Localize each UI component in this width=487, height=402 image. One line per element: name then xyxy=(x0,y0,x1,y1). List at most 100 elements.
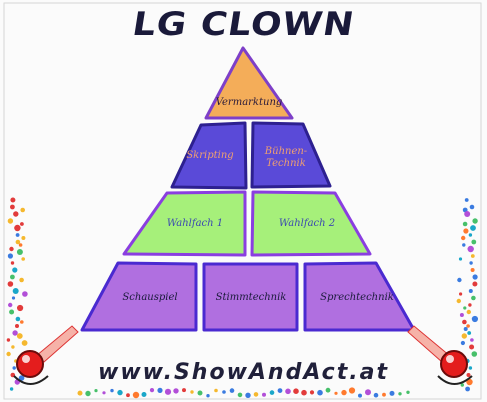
confetti-dot xyxy=(262,392,266,397)
clown-right xyxy=(407,325,473,385)
confetti-dot xyxy=(469,344,475,350)
confetti-dot xyxy=(12,267,18,273)
confetti-dot xyxy=(10,197,16,203)
confetti-dot xyxy=(460,383,464,387)
confetti-dot xyxy=(14,224,21,232)
confetti-dot xyxy=(464,211,471,217)
block-schauspiel xyxy=(80,261,198,332)
confetti-dot xyxy=(463,228,469,234)
confetti-dot xyxy=(110,388,114,393)
confetti-dot xyxy=(465,386,470,392)
confetti-dot xyxy=(12,366,16,370)
confetti-dot xyxy=(22,291,28,297)
confetti-dot xyxy=(94,389,98,393)
confetti-dot xyxy=(325,387,331,393)
confetti-dot xyxy=(389,390,395,396)
confetti-dot xyxy=(285,388,291,395)
confetti-dot xyxy=(269,390,275,395)
confetti-dot xyxy=(456,298,461,304)
label-stimmtechnik: Stimmtechnik xyxy=(215,292,287,303)
confetti-dot xyxy=(457,277,462,283)
confetti-dot xyxy=(9,309,15,315)
label-schauspiel: Schauspiel xyxy=(122,292,178,303)
block-stimmtechnik xyxy=(202,262,299,332)
confetti-dot xyxy=(341,389,347,396)
confetti-dot xyxy=(462,319,467,325)
confetti-dot xyxy=(8,302,13,308)
label-wahlfach-2: Wahlfach 2 xyxy=(278,218,336,229)
confetti-dot xyxy=(237,392,243,398)
confetti-dot xyxy=(7,218,14,224)
confetti-dot xyxy=(197,390,203,396)
confetti-dot xyxy=(16,249,23,255)
confetti-dot xyxy=(13,211,19,217)
confetti-dot xyxy=(470,225,476,231)
confetti-dot xyxy=(12,330,18,336)
confetti-dot xyxy=(6,338,11,342)
confetti-dot xyxy=(15,324,19,328)
confetti-dot xyxy=(11,345,15,349)
confetti-dot xyxy=(253,392,259,397)
confetti-dot xyxy=(15,316,21,322)
confetti-dot xyxy=(464,198,469,202)
confetti-dot xyxy=(468,289,473,293)
confetti-dot xyxy=(214,388,218,393)
confetti-dot xyxy=(102,391,106,395)
confetti-dot xyxy=(459,292,463,296)
confetti-dot xyxy=(12,288,19,294)
confetti-dot xyxy=(472,281,478,287)
confetti-dot xyxy=(470,254,475,258)
label-vermarktung: Vermarktung xyxy=(215,97,283,108)
confetti-dot xyxy=(301,389,307,396)
confetti-dot xyxy=(459,313,464,317)
confetti-dot xyxy=(157,387,163,393)
block-vermarktung xyxy=(204,46,294,120)
label-buehnentechnik: Bühnen- Technik xyxy=(264,146,308,169)
confetti-dot xyxy=(6,351,11,357)
block-wahlfach-1 xyxy=(122,190,247,257)
confetti-dot xyxy=(472,218,478,224)
confetti-dot xyxy=(309,390,315,395)
confetti-dot xyxy=(460,340,465,346)
sheet-border xyxy=(3,2,482,400)
confetti-dot xyxy=(7,281,14,287)
confetti-dot xyxy=(461,235,466,241)
confetti-dot xyxy=(358,393,362,398)
block-skripting xyxy=(170,121,248,190)
confetti-dot xyxy=(16,333,23,339)
confetti-dot xyxy=(470,338,474,342)
confetti-dot xyxy=(229,388,235,393)
block-buehnentechnik xyxy=(250,121,332,189)
confetti-dot xyxy=(190,390,194,394)
confetti-dot xyxy=(7,253,13,259)
confetti-dot xyxy=(10,261,15,265)
confetti-dot xyxy=(164,388,172,395)
confetti-dot xyxy=(469,261,473,265)
confetti-dot xyxy=(466,324,470,328)
confetti-dot xyxy=(149,388,155,393)
confetti-dot xyxy=(21,257,26,261)
confetti-dot xyxy=(382,392,386,397)
confetti-dot xyxy=(20,207,26,213)
confetti-dot xyxy=(471,315,478,323)
confetti-dot xyxy=(463,306,467,310)
confetti-dot xyxy=(182,388,186,393)
confetti-dot xyxy=(461,333,467,339)
confetti-dot xyxy=(348,387,356,394)
confetti-dot xyxy=(277,388,283,393)
confetti-dot xyxy=(11,296,16,300)
label-wahlfach-1: Wahlfach 1 xyxy=(166,218,224,229)
confetti-dot xyxy=(365,389,371,396)
block-wahlfach-2 xyxy=(250,190,372,257)
page-title: LG CLOWN xyxy=(129,6,358,43)
confetti-dot xyxy=(15,239,21,245)
confetti-dot xyxy=(406,390,410,394)
confetti-dot xyxy=(9,387,14,391)
confetti-dot xyxy=(373,392,379,398)
confetti-dot xyxy=(293,388,299,395)
confetti-dot xyxy=(462,243,466,247)
footer-url: www.ShowAndAct.at xyxy=(98,360,389,385)
label-sprechtechnik: Sprechtechnik xyxy=(320,292,394,303)
confetti-dot xyxy=(334,391,338,395)
